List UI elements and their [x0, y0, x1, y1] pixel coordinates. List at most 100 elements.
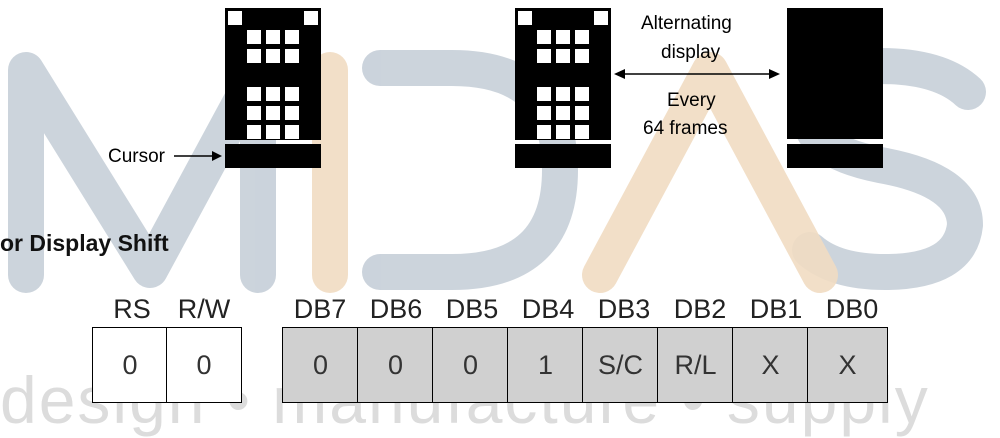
glyph-pixel: [304, 87, 318, 101]
glyph-pixel: [556, 30, 570, 44]
glyph-pixel: [247, 49, 261, 63]
glyph-pixel: [247, 11, 261, 25]
glyph-pixel: [556, 49, 570, 63]
glyph-pixel: [518, 68, 532, 82]
glyph-pixel: [575, 11, 589, 25]
glyph-pixel: [594, 106, 608, 120]
cursor-arrow-icon: [174, 151, 222, 161]
glyph-pixel: [228, 87, 242, 101]
watermark-letter-d: [362, 50, 578, 290]
glyph-pixel: [247, 106, 261, 120]
glyph-pixel: [266, 87, 280, 101]
glyph-pixel: [537, 125, 551, 139]
glyph-pixel: [247, 30, 261, 44]
glyph-pixel: [537, 11, 551, 25]
cursor-label: Cursor: [108, 146, 166, 167]
glyph-pixel: [285, 11, 299, 25]
glyph-pixel: [556, 68, 570, 82]
cell-db5: 0: [432, 327, 509, 403]
glyph-pixel: [228, 49, 242, 63]
header-db5: DB5: [445, 294, 499, 324]
glyph-pixel: [594, 49, 608, 63]
glyph-pixel: [228, 68, 242, 82]
glyph-pixel: [228, 11, 242, 25]
header-db0: DB0: [825, 294, 879, 324]
glyph-pixel: [228, 30, 242, 44]
header-db1: DB1: [749, 294, 803, 324]
glyph-pixel: [247, 125, 261, 139]
glyph-pixel: [266, 49, 280, 63]
glyph-pixel: [594, 87, 608, 101]
glyph-pixel: [537, 49, 551, 63]
glyph-character: [515, 8, 611, 140]
frames-label: 64 frames: [643, 118, 728, 139]
watermark-letter-a: [582, 52, 838, 293]
cursor-underline-2: [515, 144, 611, 168]
glyph-pixel: [594, 68, 608, 82]
cell-db3: S/C: [582, 327, 659, 403]
glyph-pixel: [594, 30, 608, 44]
glyph-pixel: [285, 125, 299, 139]
glyph-pixel: [247, 87, 261, 101]
glyph-pixel: [285, 30, 299, 44]
cell-db0: X: [807, 327, 888, 403]
glyph-pixel: [228, 125, 242, 139]
cursor-underline: [225, 144, 321, 168]
section-title: or Display Shift: [0, 230, 169, 256]
alternating-label: Alternating: [641, 13, 732, 34]
glyph-pixel: [518, 87, 532, 101]
glyph-pixel: [266, 11, 280, 25]
glyph-pixel: [556, 106, 570, 120]
glyph-pixel: [575, 49, 589, 63]
glyph-pixel: [537, 106, 551, 120]
header-db4: DB4: [521, 294, 575, 324]
glyph-pixel: [575, 68, 589, 82]
glyph-pixel: [518, 49, 532, 63]
glyph-pixel: [518, 106, 532, 120]
glyph-pixel: [304, 11, 318, 25]
glyph-pixel: [594, 125, 608, 139]
glyph-pixel: [575, 106, 589, 120]
cell-db4: 1: [507, 327, 584, 403]
cell-db1: X: [732, 327, 809, 403]
glyph-pixel: [537, 87, 551, 101]
glyph-pixel: [518, 11, 532, 25]
cell-db6: 0: [357, 327, 434, 403]
cursor-underline-3: [787, 144, 883, 168]
header-db2: DB2: [673, 294, 727, 324]
glyph-pixel: [266, 106, 280, 120]
glyph-pixel: [247, 68, 261, 82]
glyph-pixel: [556, 87, 570, 101]
glyph-pixel: [266, 68, 280, 82]
glyph-with-cursor: [225, 8, 321, 140]
glyph-pixel: [304, 106, 318, 120]
glyph-pixel: [575, 87, 589, 101]
glyph-pixel: [556, 11, 570, 25]
glyph-pixel: [556, 125, 570, 139]
glyph-pixel: [304, 49, 318, 63]
header-rw: R/W: [177, 294, 231, 324]
glyph-pixel: [266, 125, 280, 139]
header-db6: DB6: [369, 294, 423, 324]
glyph-pixel: [285, 106, 299, 120]
header-rs: RS: [113, 294, 151, 324]
glyph-pixel: [518, 125, 532, 139]
glyph-pixel: [304, 30, 318, 44]
cell-db7: 0: [282, 327, 359, 403]
header-db3: DB3: [597, 294, 651, 324]
glyph-pixel: [285, 68, 299, 82]
cell-rw: 0: [166, 327, 242, 403]
display-label: display: [661, 42, 721, 63]
cell-db2: R/L: [657, 327, 734, 403]
glyph-pixel: [594, 11, 608, 25]
every-label: Every: [667, 90, 716, 111]
header-db7: DB7: [293, 294, 347, 324]
glyph-pixel: [304, 68, 318, 82]
glyph-pixel: [285, 49, 299, 63]
glyph-pixel: [518, 30, 532, 44]
cell-rs: 0: [92, 327, 168, 403]
solid-block-glyph: [787, 8, 883, 139]
glyph-pixel: [575, 125, 589, 139]
glyph-pixel: [285, 87, 299, 101]
glyph-pixel: [266, 30, 280, 44]
